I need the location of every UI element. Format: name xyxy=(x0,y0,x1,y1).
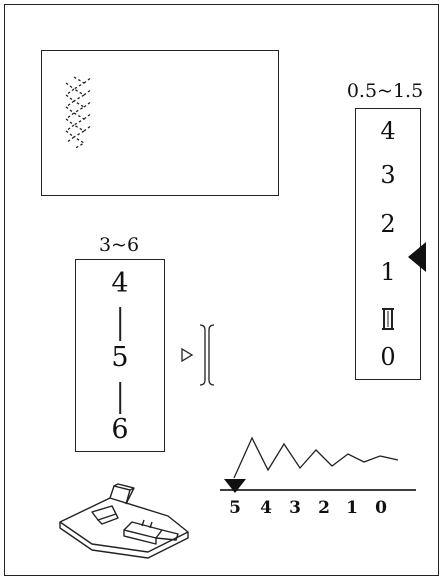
left-dial-number-5: 5 xyxy=(111,342,129,373)
left-dial-divider xyxy=(119,382,121,414)
scale-number-0: 0 xyxy=(375,498,387,518)
diagram-frame xyxy=(4,4,439,576)
left-dial[interactable]: 4 5 6 xyxy=(75,259,165,452)
stitch-width-scale xyxy=(220,436,416,493)
right-dial-number-3: 3 xyxy=(380,161,396,189)
right-dial-number-0: 0 xyxy=(380,343,396,371)
left-dial-number-4: 4 xyxy=(111,268,129,299)
scale-number-4: 4 xyxy=(260,498,272,518)
triangle-pointer-left-icon xyxy=(408,242,426,272)
left-dial-range-label: 3~6 xyxy=(98,234,140,256)
right-dial-range-label: 0.5~1.5 xyxy=(346,80,424,102)
buttonhole-symbol-icon xyxy=(382,308,394,330)
scale-number-2: 2 xyxy=(318,498,330,518)
multi-zigzag-stitch-icon xyxy=(64,76,93,150)
presser-foot-pointer-icon xyxy=(181,324,215,386)
right-dial-number-1: 1 xyxy=(380,258,396,286)
presser-foot-icon xyxy=(59,483,189,559)
stitch-preview-box xyxy=(41,50,279,196)
decreasing-zigzag-stitch-icon xyxy=(233,436,399,479)
right-dial-number-2: 2 xyxy=(380,210,396,238)
left-dial-number-6: 6 xyxy=(111,414,129,445)
right-dial[interactable]: 4 3 2 1 0 xyxy=(355,108,421,380)
scale-number-5: 5 xyxy=(229,498,241,518)
scale-number-1: 1 xyxy=(346,498,358,518)
triangle-pointer-down-icon xyxy=(224,479,246,493)
triangle-pointer-right-icon xyxy=(181,347,194,363)
right-dial-number-4: 4 xyxy=(380,117,396,145)
scale-number-3: 3 xyxy=(289,498,301,518)
left-dial-divider xyxy=(119,307,121,341)
